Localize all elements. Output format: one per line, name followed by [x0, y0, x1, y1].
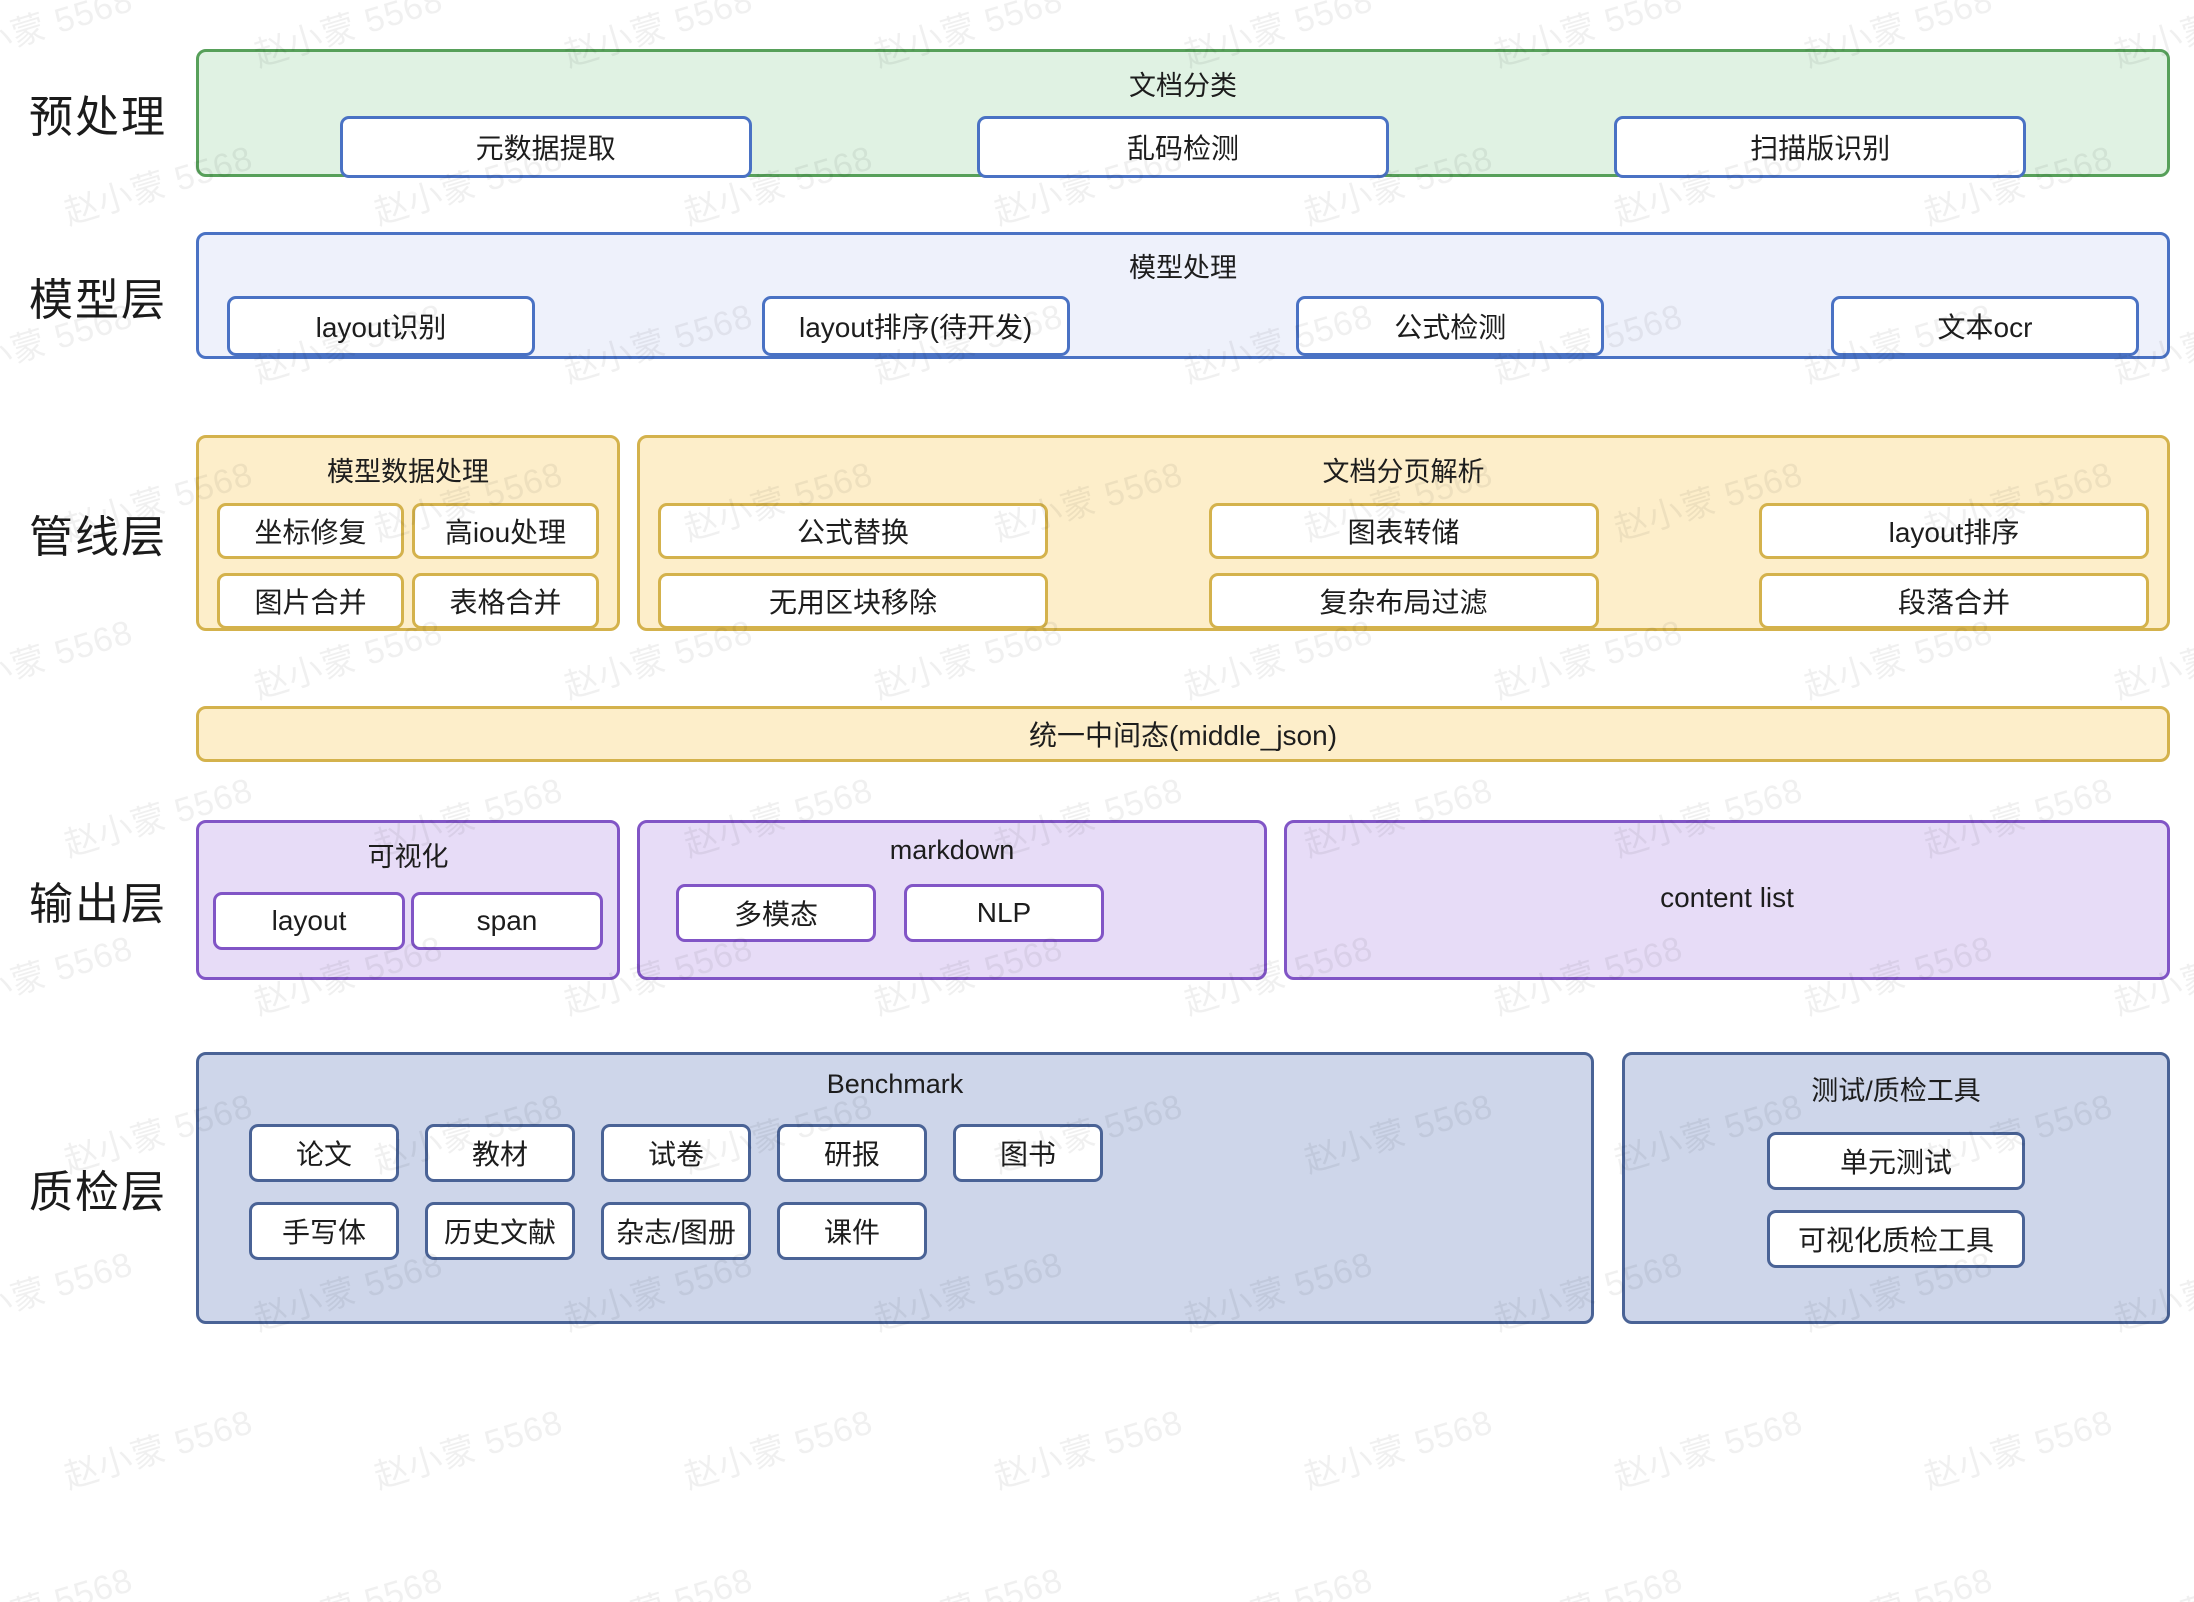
chip-span[interactable]: span [411, 892, 603, 950]
chip-row-benchmark-1: 论文 教材 试卷 研报 图书 [199, 1124, 1591, 1182]
group-title-visualization: 可视化 [367, 842, 449, 872]
row-label-pipeline: 管线层 [29, 513, 167, 562]
group-markdown[interactable]: markdown 多模态 NLP [637, 820, 1267, 980]
chip-garbled-detection[interactable]: 乱码检测 [976, 116, 1389, 178]
row-body-model: 模型处理 layout识别 layout排序(待开发) 公式检测 文本ocr [196, 208, 2170, 383]
chip-high-iou-processing[interactable]: 高iou处理 [412, 503, 599, 559]
group-document-classification[interactable]: 文档分类 元数据提取 乱码检测 扫描版识别 [196, 49, 2170, 178]
group-model-data-processing[interactable]: 模型数据处理 坐标修复 高iou处理 图片合并 表格合并 [196, 435, 620, 631]
group-visualization[interactable]: 可视化 layout span [196, 820, 620, 980]
group-title-model-data-processing: 模型数据处理 [327, 457, 489, 487]
chip-unit-test[interactable]: 单元测试 [1767, 1132, 2025, 1190]
chip-multimodal[interactable]: 多模态 [676, 884, 876, 942]
group-benchmark[interactable]: Benchmark 论文 教材 试卷 研报 图书 手写体 历史文献 杂志/图册 … [196, 1052, 1594, 1324]
chip-scan-recognition[interactable]: 扫描版识别 [1614, 116, 2027, 178]
group-title-document-classification: 文档分类 [1129, 71, 1237, 101]
chip-formula-replacement[interactable]: 公式替换 [658, 503, 1048, 559]
chip-metadata-extraction[interactable]: 元数据提取 [339, 116, 752, 178]
chip-row-mdp-2: 图片合并 表格合并 [217, 573, 599, 629]
chip-row-markdown: 多模态 NLP [654, 884, 1250, 942]
row-body-pipeline: 模型数据处理 坐标修复 高iou处理 图片合并 表格合并 文档分页解析 公式替换… [196, 383, 2170, 683]
chip-row-dpp-2: 无用区块移除 复杂布局过滤 段落合并 [658, 573, 2149, 629]
output-groups: 可视化 layout span markdown 多模态 NLP content… [196, 820, 2170, 980]
chip-layout[interactable]: layout [213, 892, 405, 950]
chip-research-report[interactable]: 研报 [777, 1124, 927, 1182]
chip-handwriting[interactable]: 手写体 [249, 1202, 399, 1260]
chip-row-dpp-1: 公式替换 图表转储 layout排序 [658, 503, 2149, 559]
row-body-middle-json: 统一中间态(middle_json) [196, 683, 2170, 785]
group-content-list[interactable]: content list [1284, 820, 2170, 980]
chip-paragraph-merge[interactable]: 段落合并 [1759, 573, 2149, 629]
row-label-preprocess: 预处理 [29, 93, 167, 142]
chip-complex-layout-filter[interactable]: 复杂布局过滤 [1208, 573, 1599, 629]
chip-magazine-album[interactable]: 杂志/图册 [601, 1202, 751, 1260]
group-title-content-list: content list [1660, 882, 1794, 913]
chip-layout-recognition[interactable]: layout识别 [227, 296, 535, 356]
chip-layout-ordering-todo[interactable]: layout排序(待开发) [761, 296, 1070, 356]
group-title-test-qc-tools: 测试/质检工具 [1811, 1076, 1981, 1106]
pipeline-groups: 模型数据处理 坐标修复 高iou处理 图片合并 表格合并 文档分页解析 公式替换… [196, 435, 2170, 631]
group-title-benchmark: Benchmark [826, 1069, 964, 1099]
chip-exam-paper[interactable]: 试卷 [601, 1124, 751, 1182]
chip-row-qtools-2: 可视化质检工具 [1625, 1210, 2167, 1268]
group-model-processing[interactable]: 模型处理 layout识别 layout排序(待开发) 公式检测 文本ocr [196, 232, 2170, 359]
chip-row-mdp-1: 坐标修复 高iou处理 [217, 503, 599, 559]
row-label-qc: 质检层 [29, 1168, 167, 1217]
chip-row-benchmark-2: 手写体 历史文献 杂志/图册 课件 [199, 1202, 1591, 1260]
chip-row-qtools-1: 单元测试 [1625, 1132, 2167, 1190]
chip-nlp[interactable]: NLP [904, 884, 1104, 942]
group-title-model-processing: 模型处理 [1129, 253, 1237, 283]
chip-visual-qc-tool[interactable]: 可视化质检工具 [1767, 1210, 2025, 1268]
chip-layout-ordering[interactable]: layout排序 [1759, 503, 2149, 559]
row-body-spacer-qc [196, 1015, 2170, 1033]
chip-image-merge[interactable]: 图片合并 [217, 573, 404, 629]
chip-formula-detection[interactable]: 公式检测 [1296, 296, 1605, 356]
chip-chart-storage[interactable]: 图表转储 [1208, 503, 1599, 559]
group-title-markdown: markdown [889, 835, 1015, 865]
chip-row-model: layout识别 layout排序(待开发) 公式检测 文本ocr [199, 296, 2167, 356]
chip-paper[interactable]: 论文 [249, 1124, 399, 1182]
group-title-document-page-parsing: 文档分页解析 [1322, 457, 1485, 487]
chip-courseware[interactable]: 课件 [777, 1202, 927, 1260]
row-body-qc: Benchmark 论文 教材 试卷 研报 图书 手写体 历史文献 杂志/图册 … [196, 1033, 2170, 1343]
chip-useless-block-removal[interactable]: 无用区块移除 [658, 573, 1048, 629]
row-label-output: 输出层 [29, 880, 167, 929]
row-body-output: 可视化 layout span markdown 多模态 NLP content… [196, 785, 2170, 1015]
chip-table-merge[interactable]: 表格合并 [412, 573, 599, 629]
row-label-model: 模型层 [29, 275, 167, 325]
group-test-qc-tools[interactable]: 测试/质检工具 单元测试 可视化质检工具 [1622, 1052, 2170, 1324]
row-body-preprocess: 文档分类 元数据提取 乱码检测 扫描版识别 [196, 18, 2170, 208]
qc-groups: Benchmark 论文 教材 试卷 研报 图书 手写体 历史文献 杂志/图册 … [196, 1052, 2170, 1324]
chip-coordinate-repair[interactable]: 坐标修复 [217, 503, 404, 559]
chip-row-preprocess: 元数据提取 乱码检测 扫描版识别 [199, 116, 2167, 178]
group-document-page-parsing[interactable]: 文档分页解析 公式替换 图表转储 layout排序 无用区块移除 复杂布局过滤 … [637, 435, 2170, 631]
chip-row-visualization: layout span [213, 892, 603, 950]
middle-json-bar[interactable]: 统一中间态(middle_json) [196, 706, 2170, 762]
chip-historical-literature[interactable]: 历史文献 [425, 1202, 575, 1260]
chip-text-ocr[interactable]: 文本ocr [1830, 296, 2139, 356]
chip-textbook[interactable]: 教材 [425, 1124, 575, 1182]
chip-book[interactable]: 图书 [953, 1124, 1103, 1182]
